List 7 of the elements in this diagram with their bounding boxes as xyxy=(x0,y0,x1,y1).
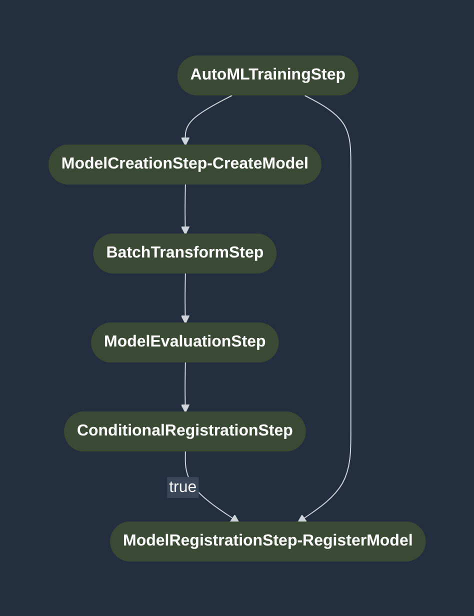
step-node: BatchTransformStep xyxy=(93,233,276,273)
edge-label: true xyxy=(167,476,199,498)
step-node: ModelCreationStep-CreateModel xyxy=(48,144,322,184)
step-node: ModelRegistrationStep-RegisterModel xyxy=(110,520,426,561)
step-node: ModelEvaluationStep xyxy=(91,322,279,362)
step-node: AutoMLTrainingStep xyxy=(177,55,358,95)
step-node: ConditionalRegistrationStep xyxy=(64,411,306,451)
